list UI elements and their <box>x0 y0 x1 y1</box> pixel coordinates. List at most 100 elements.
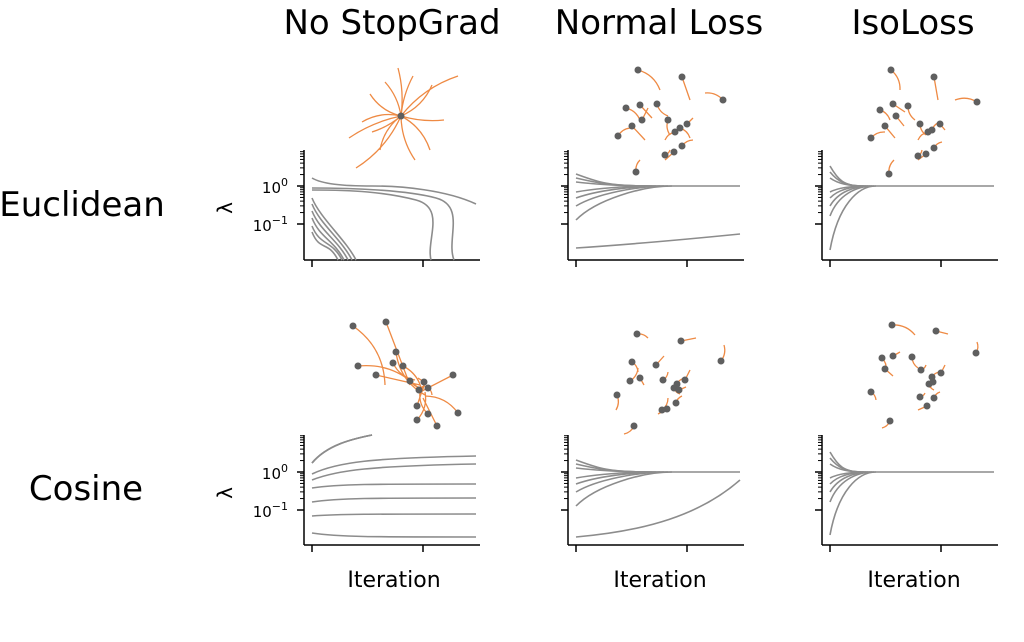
data-point <box>659 376 667 384</box>
data-point <box>683 120 691 128</box>
x-axis-label-no-stopgrad: Iteration <box>347 568 440 593</box>
data-point <box>613 391 621 399</box>
trajectory-line <box>637 69 661 91</box>
series-line <box>311 203 353 261</box>
x-axis-label-isoloss: Iteration <box>867 568 960 593</box>
series-line <box>311 532 477 538</box>
data-point <box>717 357 725 365</box>
data-point <box>930 394 938 402</box>
data-point <box>937 369 945 377</box>
data-point <box>892 112 900 120</box>
trajectory-panel-cosine-no-stopgrad <box>349 318 462 430</box>
data-point <box>349 322 357 330</box>
y-tick-label-euclidean-0.1: 10−1 <box>253 214 288 235</box>
series-line <box>311 513 477 517</box>
data-point <box>930 144 938 152</box>
series-line <box>311 434 373 464</box>
data-point <box>449 371 457 379</box>
column-title-no-stopgrad: No StopGrad <box>283 3 500 43</box>
trajectory-line <box>375 374 421 386</box>
data-point <box>638 116 646 124</box>
data-point <box>675 386 683 394</box>
trajectory-panel-euclidean-no-stopgrad <box>348 67 459 169</box>
data-point <box>628 122 636 130</box>
data-point <box>389 359 397 367</box>
data-point <box>914 152 922 160</box>
data-point <box>932 327 940 335</box>
series-line <box>311 483 477 489</box>
series-line <box>311 434 373 464</box>
series-line <box>829 185 877 251</box>
data-point <box>904 102 912 110</box>
data-point <box>399 362 407 370</box>
data-point <box>670 148 678 156</box>
data-point <box>652 361 660 369</box>
data-point <box>671 128 679 136</box>
data-point <box>415 386 423 394</box>
data-point <box>672 399 680 407</box>
data-point <box>922 150 930 158</box>
series-line <box>575 185 673 221</box>
data-point <box>628 358 636 366</box>
data-point <box>636 101 644 109</box>
row-label-cosine: Cosine <box>29 469 143 509</box>
data-point <box>719 96 727 104</box>
trajectory-line <box>891 324 916 336</box>
series-line <box>311 463 477 481</box>
series-line <box>311 497 477 503</box>
y-tick-label-euclidean-1: 100 <box>262 176 288 197</box>
trajectory-line <box>355 115 402 169</box>
series-line <box>575 479 741 538</box>
data-point <box>454 409 462 417</box>
data-point <box>936 120 944 128</box>
data-point <box>972 349 980 357</box>
x-axis-label-normal-loss: Iteration <box>613 568 706 593</box>
data-point <box>881 365 889 373</box>
data-point <box>973 98 981 106</box>
data-point <box>886 417 894 425</box>
data-point <box>664 116 672 124</box>
data-point <box>889 352 897 360</box>
column-title-isoloss: IsoLoss <box>851 3 974 43</box>
data-point <box>382 318 390 326</box>
data-point <box>888 321 896 329</box>
series-line <box>829 177 867 187</box>
data-point <box>917 366 925 374</box>
eigenvalue-plot-euclidean-isoloss <box>815 150 998 267</box>
series-line <box>311 225 343 261</box>
data-point <box>630 422 638 430</box>
data-point <box>908 353 916 361</box>
series-line <box>575 471 673 507</box>
data-point <box>354 362 362 370</box>
data-point <box>916 393 924 401</box>
data-point <box>881 122 889 130</box>
data-point <box>681 376 689 384</box>
data-point <box>867 388 875 396</box>
trajectory-line <box>400 115 431 151</box>
data-point <box>633 330 641 338</box>
trajectory-line <box>400 115 416 161</box>
data-point <box>372 371 380 379</box>
data-point <box>678 73 686 81</box>
data-point <box>876 106 884 114</box>
data-point <box>885 170 893 178</box>
column-title-normal-loss: Normal Loss <box>555 3 763 43</box>
trajectory-line <box>400 115 445 122</box>
series-line <box>575 233 741 249</box>
series-line <box>311 197 357 261</box>
data-point <box>924 128 932 136</box>
series-line <box>829 463 867 473</box>
data-point <box>634 66 642 74</box>
y-axis-label-cosine: λ <box>213 487 237 499</box>
data-point <box>878 354 886 362</box>
data-point <box>614 132 622 140</box>
data-point <box>916 120 924 128</box>
series-line <box>311 177 477 205</box>
data-point <box>867 134 875 142</box>
data-point <box>433 422 441 430</box>
series-line <box>829 471 877 536</box>
series-line <box>829 185 875 217</box>
eigenvalue-plot-cosine-isoloss <box>815 435 998 552</box>
data-point <box>413 402 421 410</box>
